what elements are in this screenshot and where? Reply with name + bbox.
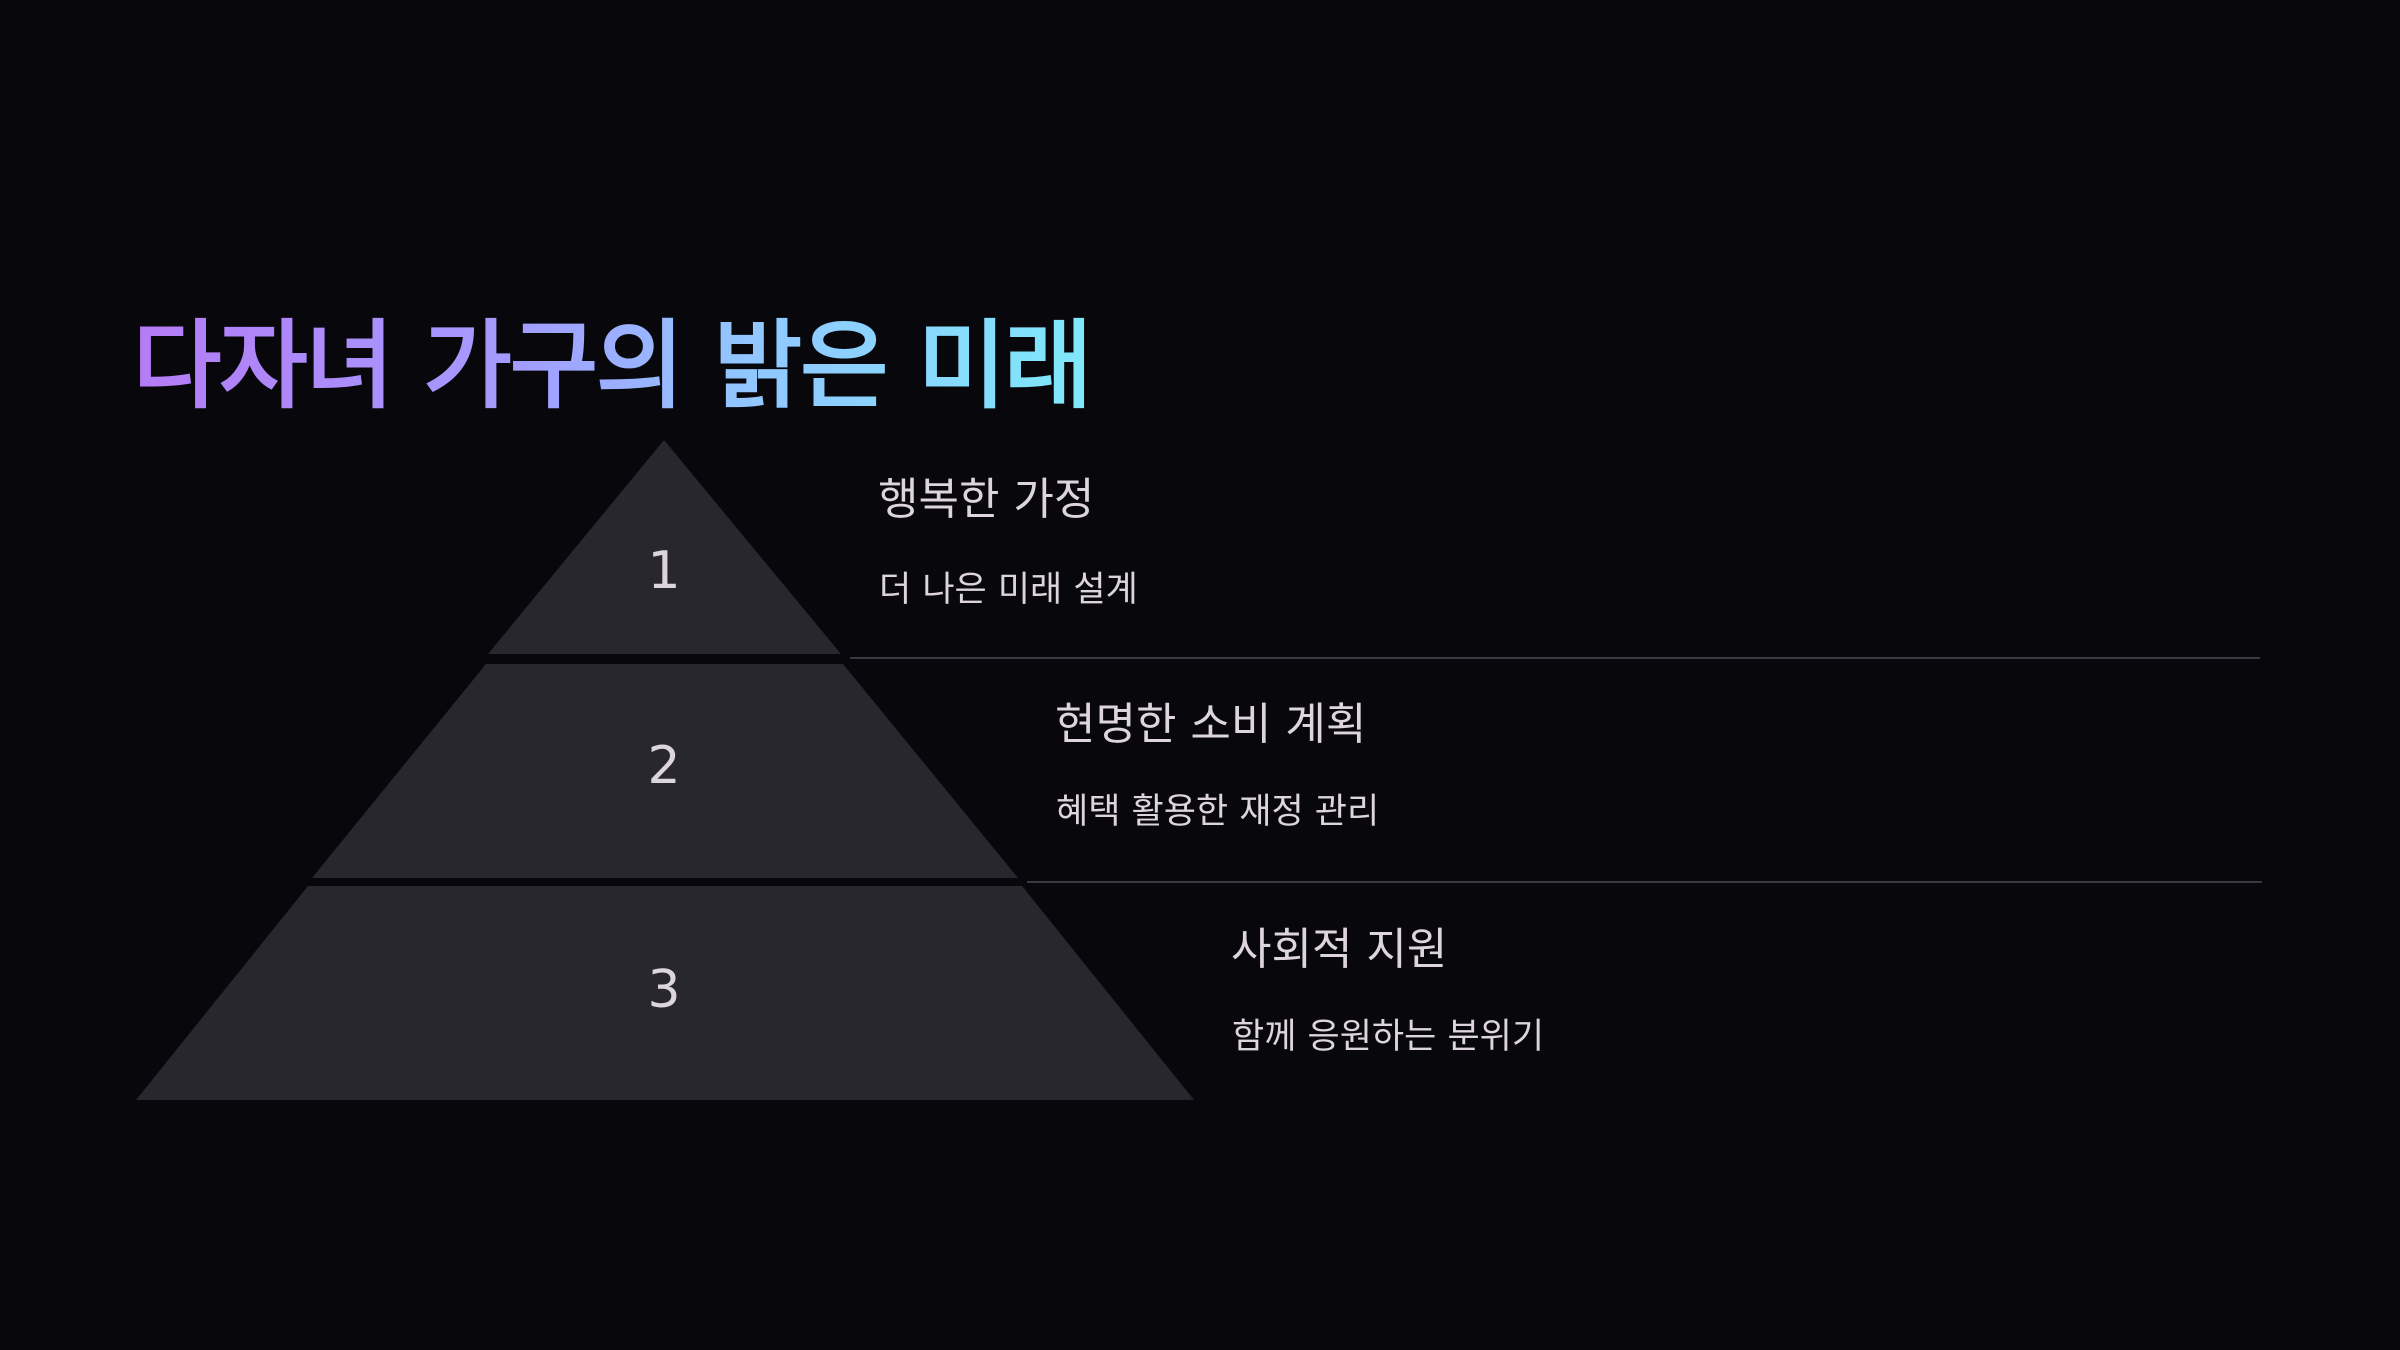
pyramid-tier-3 bbox=[136, 886, 1194, 1100]
tier-number-2: 2 bbox=[647, 736, 681, 796]
pyramid-tier-1 bbox=[488, 440, 841, 654]
tier-1-heading: 행복한 가정 bbox=[878, 474, 1095, 525]
tier-number-3: 3 bbox=[647, 960, 681, 1020]
divider-line-1 bbox=[850, 657, 2260, 659]
tier-1-description: 더 나은 미래 설계 bbox=[879, 570, 1138, 610]
slide-title: 다자녀 가구의 밝은 미래 bbox=[133, 306, 1092, 426]
tier-2-heading: 현명한 소비 계획 bbox=[1055, 699, 1367, 750]
divider-line-2 bbox=[1027, 881, 2262, 883]
tier-number-1: 1 bbox=[647, 541, 681, 601]
tier-2-description: 혜택 활용한 재정 관리 bbox=[1056, 792, 1380, 832]
tier-3-description: 함께 응원하는 분위기 bbox=[1232, 1017, 1545, 1057]
pyramid-tier-2 bbox=[312, 664, 1018, 878]
tier-3-heading: 사회적 지원 bbox=[1231, 924, 1448, 975]
